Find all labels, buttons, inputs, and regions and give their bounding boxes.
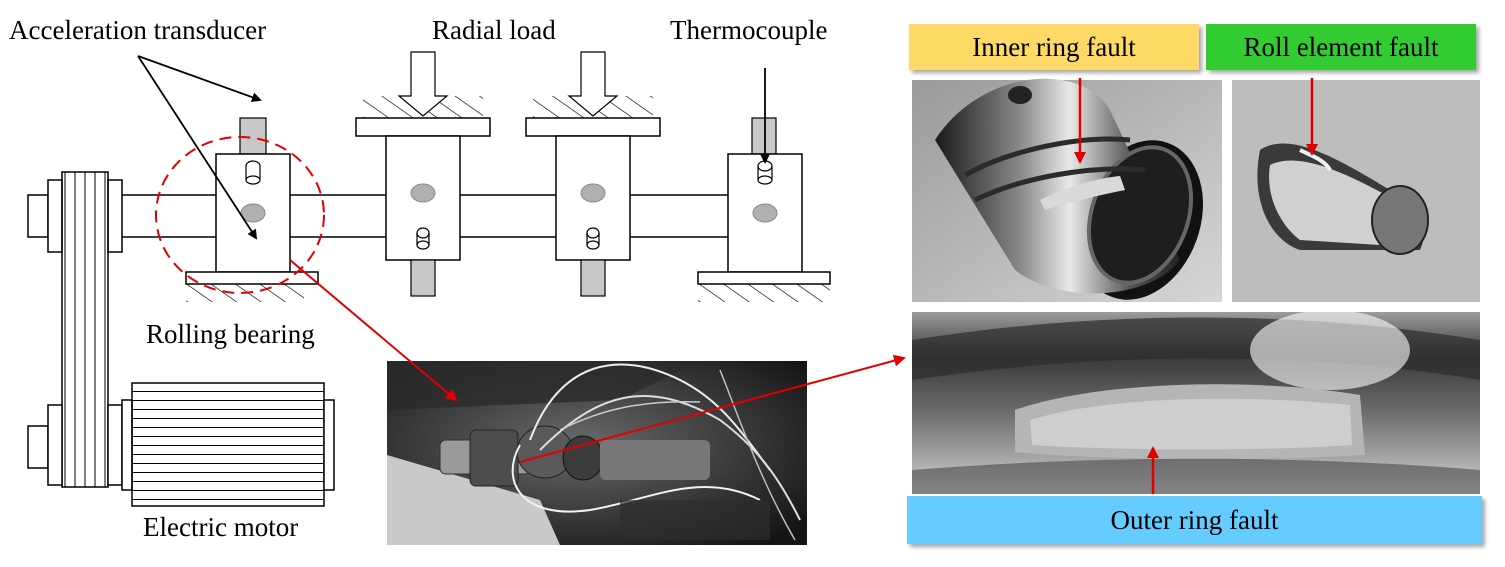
bearing-to-photo-arrow (289, 259, 458, 402)
rolling-bearing-label: Rolling bearing (146, 319, 315, 349)
electric-motor-label: Electric motor (143, 512, 299, 542)
test-rig-photo (387, 361, 807, 545)
drive-belt (61, 171, 109, 488)
transducer-arrow-2 (137, 55, 258, 240)
radial-load-label: Radial load (432, 15, 556, 45)
inner-ring-fault-photo (912, 78, 1222, 302)
thermocouple-housing (697, 117, 831, 302)
electric-motor-drawing (121, 382, 335, 507)
outer-ring-fault-photo (912, 310, 1480, 494)
roll-element-fault-tag: Roll element fault (1206, 24, 1476, 70)
photo-to-faults-arrow (519, 354, 906, 463)
upper-pulley (27, 179, 123, 253)
loaded-housing-1 (355, 51, 491, 297)
bearing-highlight-circle (155, 136, 325, 294)
inner-ring-fault-tag: Inner ring fault (909, 24, 1199, 70)
transducer-arrow-1 (137, 55, 262, 102)
outer-ring-fault-tag: Outer ring fault (907, 496, 1482, 544)
lower-pulley (27, 404, 123, 486)
loaded-housing-2 (525, 51, 661, 297)
thermocouple-label: Thermocouple (670, 15, 828, 45)
acceleration-transducer-label: Acceleration transducer (9, 15, 267, 45)
roll-element-fault-photo (1232, 80, 1480, 302)
rolling-bearing-housing (185, 117, 319, 302)
